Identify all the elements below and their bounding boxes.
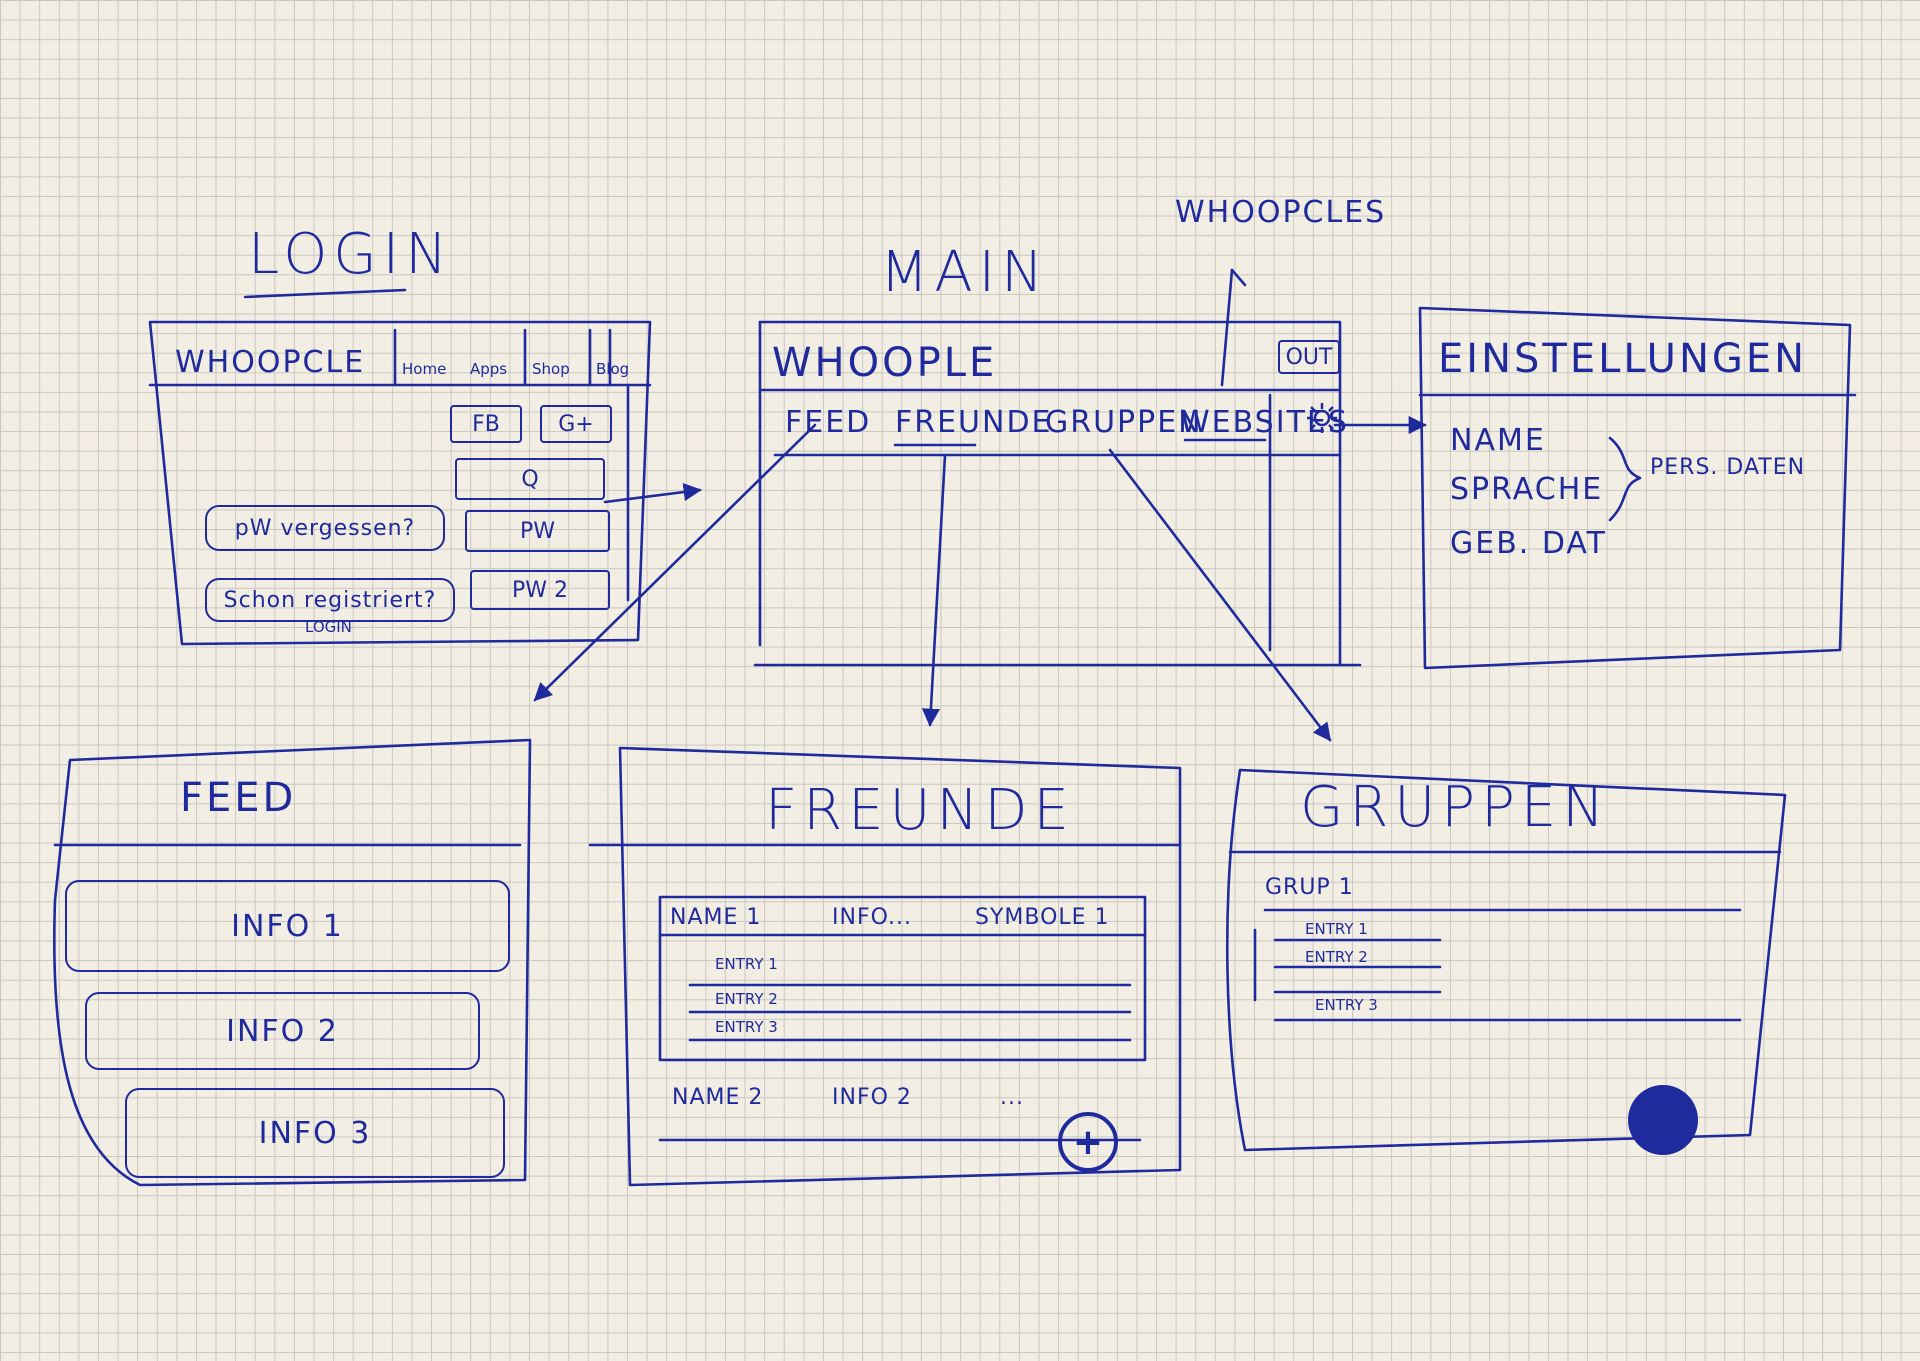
personal-data-label: PERS. DATEN — [1650, 455, 1806, 480]
friend-name[interactable]: NAME 2 — [672, 1085, 764, 1110]
group-name[interactable]: GRUP 1 — [1265, 875, 1354, 900]
login-heading-underline — [243, 288, 407, 299]
feed-item[interactable]: INFO 1 — [65, 880, 510, 972]
feed-title: FEED — [180, 775, 297, 821]
login-nav-apps[interactable]: Apps — [470, 360, 508, 378]
forgot-password-link[interactable]: pW vergessen? — [205, 505, 445, 551]
password-repeat-field[interactable]: PW 2 — [470, 570, 610, 610]
friend-entry[interactable]: ENTRY 3 — [715, 1018, 778, 1036]
main-heading: MAIN — [880, 240, 1050, 305]
facebook-button[interactable]: FB — [450, 405, 522, 443]
friend-symbols: SYMBOLE 1 — [975, 905, 1110, 930]
add-friend-button[interactable]: + — [1058, 1112, 1118, 1172]
friend-info: INFO 2 — [832, 1085, 912, 1110]
tab-freunde[interactable]: FREUNDE — [895, 405, 1053, 440]
main-app-title: WHOOPLE — [772, 340, 998, 386]
arrow-login-to-main — [603, 483, 702, 504]
friend-entry[interactable]: ENTRY 2 — [715, 990, 778, 1008]
freunde-title: FREUNDE — [765, 778, 1075, 843]
search-button[interactable]: Q — [455, 458, 605, 500]
login-nav-home[interactable]: Home — [402, 360, 447, 378]
settings-field-geb-dat[interactable]: GEB. DAT — [1450, 526, 1607, 561]
whoopcles-heading: WHOOPCLES — [1175, 195, 1387, 230]
group-entry[interactable]: ENTRY 3 — [1315, 996, 1378, 1014]
settings-field-name[interactable]: NAME — [1450, 423, 1546, 458]
tab-gruppen[interactable]: GRUPPEN — [1045, 405, 1203, 440]
add-group-button[interactable] — [1628, 1085, 1698, 1155]
password-field[interactable]: PW — [465, 510, 610, 552]
tab-feed[interactable]: FEED — [785, 405, 872, 440]
login-app-title: WHOOPCLE — [175, 345, 366, 380]
feed-item[interactable]: INFO 2 — [85, 992, 480, 1070]
already-registered-link[interactable]: Schon registriert? — [205, 578, 455, 622]
arrow-main-to-gruppen — [1108, 448, 1332, 742]
friend-name[interactable]: NAME 1 — [670, 905, 762, 930]
gear-icon[interactable] — [1304, 400, 1340, 436]
google-plus-button[interactable]: G+ — [540, 405, 612, 443]
arrow-main-to-freunde — [921, 453, 947, 727]
settings-title: EINSTELLUNGEN — [1438, 336, 1808, 382]
login-nav-shop[interactable]: Shop — [532, 360, 570, 378]
friend-info: INFO... — [832, 905, 913, 930]
logout-button[interactable]: OUT — [1278, 340, 1340, 374]
friend-entry[interactable]: ENTRY 1 — [715, 955, 778, 973]
friend-more: ... — [1000, 1085, 1024, 1110]
group-entry[interactable]: ENTRY 2 — [1305, 948, 1368, 966]
login-link[interactable]: LOGIN — [305, 618, 352, 636]
login-nav-blog[interactable]: Blog — [596, 360, 630, 378]
settings-field-sprache[interactable]: SPRACHE — [1450, 472, 1604, 507]
group-entry[interactable]: ENTRY 1 — [1305, 920, 1368, 938]
gruppen-title: GRUPPEN — [1300, 775, 1611, 840]
login-heading: LOGIN — [248, 222, 454, 287]
feed-item[interactable]: INFO 3 — [125, 1088, 505, 1178]
